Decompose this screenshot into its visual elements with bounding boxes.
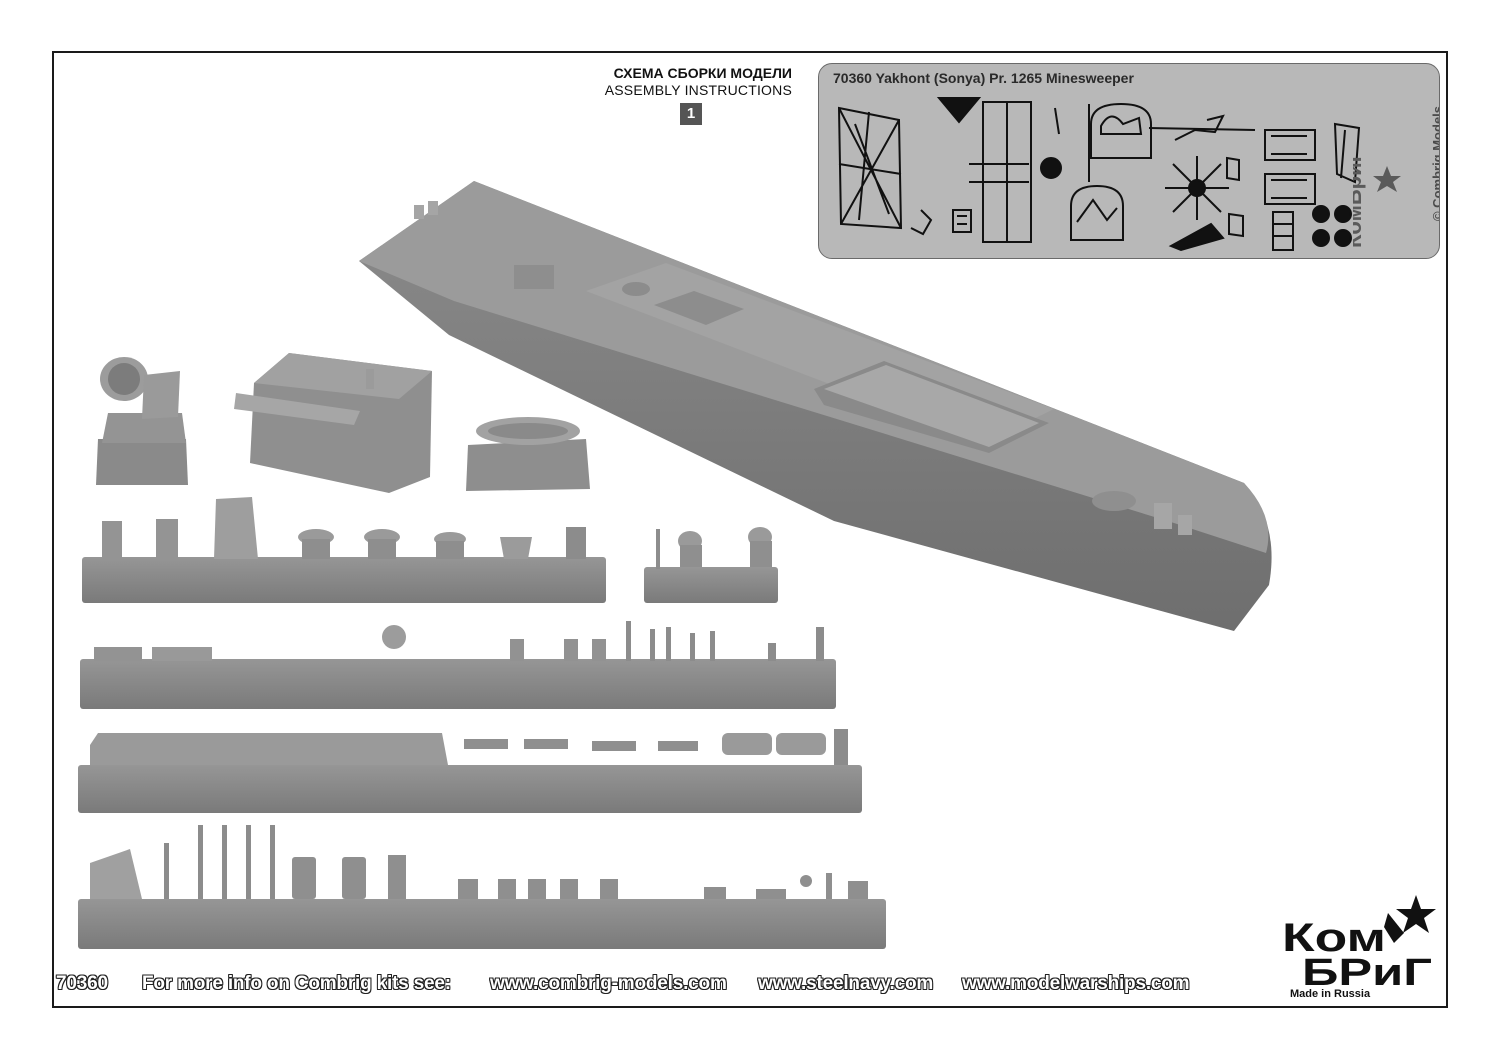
sprue-2: [644, 527, 778, 603]
sprue-4: [78, 729, 862, 813]
footer-link-combrig[interactable]: www.combrig-models.com: [490, 973, 727, 994]
photo-etch-parts: [837, 97, 1361, 252]
photo-etch-fret: 70360 Yakhont (Sonya) Pr. 1265 Minesweep…: [818, 63, 1440, 259]
fret-title: 70360 Yakhont (Sonya) Pr. 1265 Minesweep…: [833, 70, 1134, 86]
fret-logo-icon: КомБриг: [1353, 156, 1401, 248]
sprue-1: [82, 497, 606, 603]
title-english: ASSEMBLY INSTRUCTIONS: [604, 82, 792, 98]
footer-link-steelnavy[interactable]: www.steelnavy.com: [758, 973, 934, 994]
combrig-logo: Ком БРиГ: [1282, 895, 1436, 994]
boat-part: [466, 417, 590, 491]
resin-parts-photo: [78, 181, 1272, 949]
footer-kit-code: 70360: [56, 973, 108, 994]
sprue-3: [80, 621, 836, 709]
logo-top-text: Ком: [1282, 916, 1386, 960]
winch-part: [96, 357, 188, 485]
made-in-russia: Made in Russia: [1290, 988, 1371, 1000]
title-russian: СХЕМА СБОРКИ МОДЕЛИ: [613, 65, 792, 81]
svg-text:КомБриг: КомБриг: [1353, 156, 1366, 248]
step-number: 1: [680, 103, 702, 125]
sprue-5: [78, 825, 886, 949]
footer: 70360 For more info on Combrig kits see:…: [54, 973, 1446, 999]
footer-info-text: For more info on Combrig kits see:: [142, 973, 451, 994]
fret-copyright: © Combrig Models: [1429, 105, 1440, 221]
superstructure-part: [234, 353, 432, 493]
logo-bottom-text: БРиГ: [1302, 952, 1432, 994]
hull: [359, 181, 1272, 631]
footer-link-modelwarships[interactable]: www.modelwarships.com: [962, 973, 1190, 994]
instruction-sheet: СХЕМА СБОРКИ МОДЕЛИ ASSEMBLY INSTRUCTION…: [52, 51, 1448, 1008]
